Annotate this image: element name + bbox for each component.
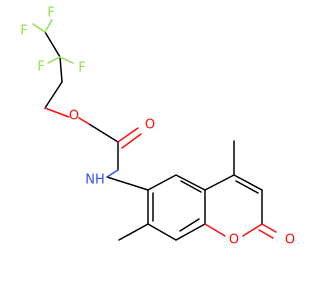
atom-labels: F F F F O O NH O O xyxy=(20,6,295,248)
bond xyxy=(261,223,277,233)
amide-nitrogen-label: NH xyxy=(85,173,105,188)
lactone-oxygen-label: O xyxy=(285,233,295,248)
fluorine-atom-label: F xyxy=(47,6,54,21)
bond xyxy=(175,174,206,191)
bond xyxy=(204,174,235,191)
bond xyxy=(32,23,46,33)
bond xyxy=(59,56,63,83)
bond xyxy=(106,169,119,178)
bond xyxy=(179,218,200,232)
bond xyxy=(78,117,90,125)
bond xyxy=(147,174,177,191)
bond xyxy=(121,133,142,149)
methyl-bond xyxy=(118,223,149,241)
bond xyxy=(44,31,61,58)
bond xyxy=(44,81,63,109)
heteroatom-bonds xyxy=(32,19,277,239)
bond xyxy=(106,176,149,191)
bond xyxy=(88,123,119,143)
bond xyxy=(44,107,70,118)
bond xyxy=(235,180,259,194)
bond xyxy=(233,174,263,191)
molecule-structure-diagram: F F F F O O NH O O xyxy=(20,6,295,248)
carbon-bonds xyxy=(44,31,263,241)
bond xyxy=(204,223,226,237)
bond xyxy=(242,223,263,237)
bond xyxy=(47,56,61,64)
bond xyxy=(180,180,202,193)
ring-oxygen-label: O xyxy=(229,233,239,248)
bond xyxy=(117,127,139,143)
bond xyxy=(59,56,74,64)
bond xyxy=(44,19,53,33)
fluorine-atom-label: F xyxy=(78,61,85,76)
bond xyxy=(175,223,206,241)
bond xyxy=(147,223,177,241)
ether-oxygen-label: O xyxy=(69,109,79,124)
fluorine-atom-label: F xyxy=(37,60,44,75)
carbonyl-oxygen-label: O xyxy=(145,118,155,133)
fluorine-atom-label: F xyxy=(20,24,27,39)
bond xyxy=(258,229,274,239)
